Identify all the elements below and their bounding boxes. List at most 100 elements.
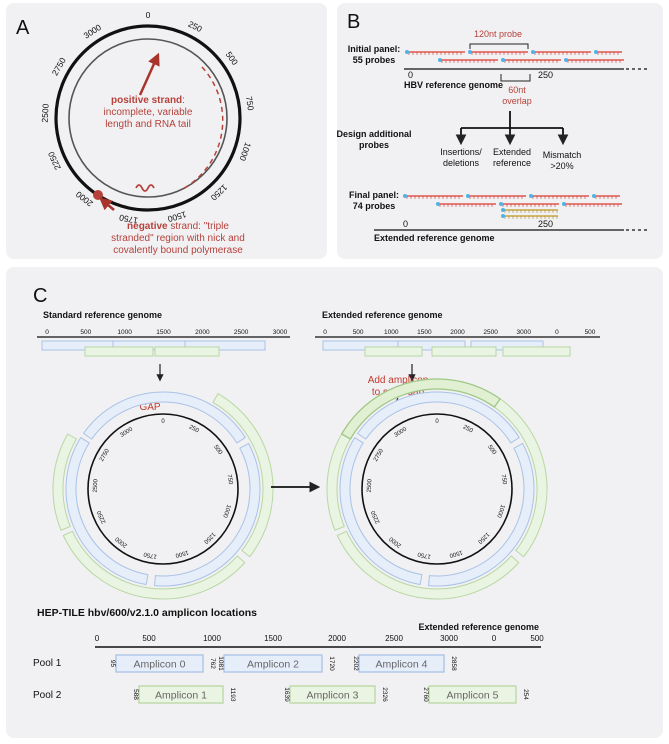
final-panel-label: Final panel: [349, 190, 399, 200]
probe [566, 59, 624, 61]
probe-bracket [469, 43, 529, 49]
amplicon-axis-tick: 1500 [264, 634, 282, 643]
circle-tick-label: 2500 [93, 478, 100, 492]
panel-b-letter: B [347, 11, 360, 33]
amplicon-axis-tick: 0 [492, 634, 497, 643]
amplicon-box [428, 685, 517, 704]
circular-genome-ring [361, 413, 513, 565]
linear-tick-label: 1500 [417, 329, 432, 336]
positive-strand-label: positive strand: [111, 95, 185, 106]
probe-end [531, 50, 535, 54]
circular-amplicon-blue [339, 436, 423, 586]
extended-genome-title: Extended reference genome [322, 310, 443, 320]
circle-tick-label: 0 [435, 419, 439, 425]
amplicon-axis-tick: 2000 [328, 634, 346, 643]
initial-panel-label: Initial panel: [348, 44, 401, 54]
probe [405, 195, 463, 197]
probe [501, 203, 559, 205]
option-mismatch-1: Mismatch [543, 150, 582, 160]
reference-genome-label: HBV reference genome [404, 80, 503, 90]
linear-tick-label: 3000 [517, 329, 532, 336]
option-extended-2: reference [493, 158, 531, 168]
amplicon-box [115, 654, 204, 673]
final-probes [403, 194, 622, 219]
linear-tick-label: 1000 [117, 329, 132, 336]
circular-genome-ring [87, 413, 239, 565]
probe-end [501, 214, 505, 218]
linear-tick-label: 0 [323, 329, 327, 336]
circular-amplicon-green [52, 433, 78, 531]
amplicon-end: 1720 [328, 656, 335, 671]
probe [503, 209, 558, 211]
outer-genome-circle [54, 24, 242, 212]
circle-tick-label: 2500 [367, 478, 374, 492]
amplicon-name: Amplicon 4 [376, 659, 428, 671]
probe-end [438, 58, 442, 62]
linear-tick-label: 2500 [234, 329, 249, 336]
option-mismatch-2: >20% [550, 161, 573, 171]
linear-tick-label: 2500 [483, 329, 498, 336]
probe [531, 195, 589, 197]
ref-axis-0: 0 [408, 70, 413, 80]
circle-tick-label: 2250 [370, 509, 381, 524]
amplicon-end: 2858 [450, 656, 457, 671]
circle-tick-label: 2250 [96, 509, 107, 524]
positive-strand-arrow [138, 52, 160, 96]
negative-strand-label: negative strand: "triple [127, 221, 229, 232]
pool-1-label: Pool 1 [33, 658, 62, 669]
amplicon-end: 1193 [229, 688, 236, 702]
amplicon-axis-tick: 3000 [440, 634, 458, 643]
amplicon-name: Amplicon 2 [247, 659, 299, 671]
probe-end [562, 202, 566, 206]
design-label-2: probes [359, 140, 389, 150]
circle-tick-label: 1750 [417, 550, 432, 559]
extended-genome-label: Extended reference genome [374, 233, 495, 243]
linear-amplicon-green [84, 346, 154, 357]
gap-label: GAP [139, 402, 160, 413]
overlap-label-1: 60nt [508, 85, 526, 95]
probe-end [499, 202, 503, 206]
probe-end [405, 50, 409, 54]
probe-end [466, 194, 470, 198]
negative-strand-line-3: covalently bound polymerase [113, 245, 243, 256]
negative-strand-line-2: stranded" region with nick and [111, 233, 245, 244]
linear-amplicon-green [364, 346, 423, 357]
linear-tick-label: 1500 [156, 329, 171, 336]
circle-tick-label: 1500 [448, 549, 463, 559]
circle-tick-label: 750 [226, 474, 233, 485]
linear-tick-label: 500 [585, 329, 596, 336]
ext-axis-0: 0 [403, 219, 408, 229]
probe [407, 51, 465, 53]
circular-amplicon-blue [65, 436, 149, 586]
probe [596, 51, 622, 53]
gap-spanning-amplicon [340, 378, 501, 440]
probe-end [529, 194, 533, 198]
amplicon-box [138, 685, 224, 704]
circular-amplicon-green [62, 530, 246, 600]
standard-circular-genome: 0250500750100012501500175020002250250027… [52, 391, 274, 600]
overlap-label-2: overlap [502, 96, 532, 106]
probe [564, 203, 622, 205]
outer-tick-label: 2500 [40, 103, 51, 123]
probe-end [501, 58, 505, 62]
probe [440, 59, 498, 61]
linear-amplicon-green [431, 346, 497, 357]
circle-tick-label: 500 [486, 444, 497, 456]
linear-tick-label: 3000 [273, 329, 288, 336]
amplicon-start: 2202 [352, 656, 359, 671]
circle-tick-label: 250 [462, 424, 474, 434]
inner-genome-circle [68, 38, 228, 198]
circle-tick-label: 250 [188, 424, 200, 434]
probe-end [594, 50, 598, 54]
amplicon-axis-tick: 0 [95, 634, 100, 643]
panel-a-letter: A [16, 17, 30, 39]
probe [470, 51, 528, 53]
positive-strand-line-2: incomplete, variable [104, 107, 193, 118]
ext-axis-250: 250 [538, 219, 553, 229]
probe-end [403, 194, 407, 198]
amplicon-end: 254 [522, 689, 529, 700]
linear-tick-label: 2000 [450, 329, 465, 336]
